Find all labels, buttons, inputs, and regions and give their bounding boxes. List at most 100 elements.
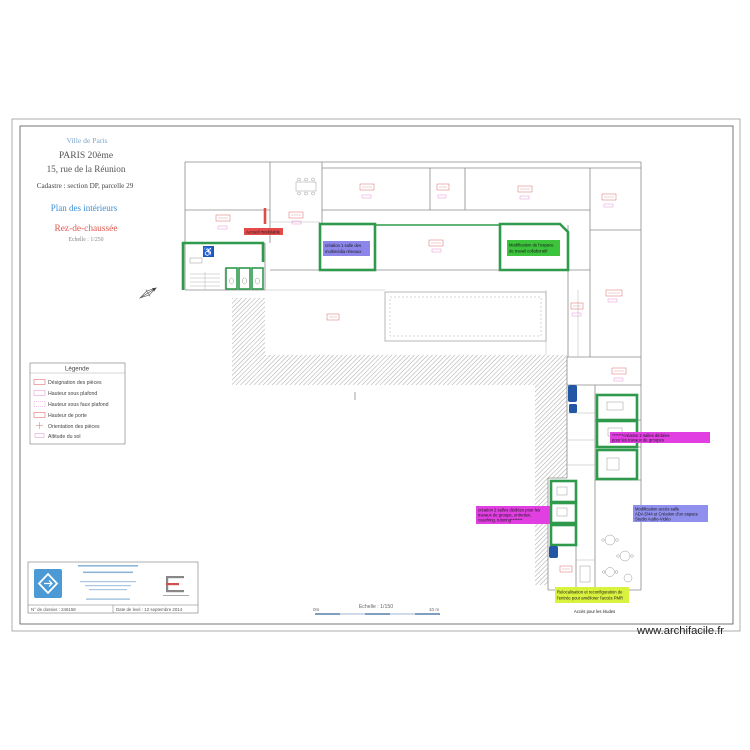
legend-item: Orientation des pièces <box>48 424 100 430</box>
group-rooms-left-label-line: coaching, tutoring******* <box>478 518 523 523</box>
hatch-line <box>519 354 550 386</box>
hatch-line <box>289 354 321 386</box>
hatch-line <box>316 354 348 386</box>
hatch-line <box>442 354 474 386</box>
hatch-line <box>231 297 261 327</box>
sheet-outer-frame <box>11 118 741 632</box>
hatch-line <box>546 364 568 386</box>
room-label-marker <box>605 289 623 297</box>
hatch-line <box>547 458 568 479</box>
hatch-line <box>231 354 262 385</box>
hatch-line <box>534 536 549 550</box>
group-table <box>556 507 568 517</box>
chair <box>297 191 301 196</box>
hatch-line <box>312 354 343 386</box>
hatch-line <box>496 354 528 386</box>
hatch-line <box>231 297 252 318</box>
group-room-outline <box>595 448 639 481</box>
group-table <box>606 401 624 411</box>
chair <box>630 554 634 558</box>
hatch-line <box>231 297 234 300</box>
group-room-outline <box>549 479 578 504</box>
chair <box>614 570 619 574</box>
hatch-line <box>271 354 303 386</box>
renovation-zones <box>181 222 639 547</box>
height-marker <box>437 194 447 199</box>
room-label-marker <box>326 313 340 321</box>
hatch-line <box>352 354 384 386</box>
hatch-line <box>564 382 568 386</box>
hatch-line <box>534 440 568 474</box>
hatch-line <box>247 337 266 356</box>
hatch-line <box>280 354 312 386</box>
hatch-line <box>534 384 552 402</box>
hatch-line <box>523 354 555 386</box>
studio-label: Modification accès salle ADA 5/44 et Cré… <box>633 505 708 522</box>
blue-fixture <box>549 546 558 558</box>
hatch-line <box>303 354 334 386</box>
hatch-line <box>534 422 568 456</box>
hatch-line <box>534 409 568 442</box>
height-marker <box>361 194 372 199</box>
height-marker <box>519 195 530 200</box>
courtyard-basin <box>384 291 547 342</box>
hatch-line <box>234 324 266 356</box>
hatch-line <box>244 354 276 386</box>
hatch-line <box>240 354 271 386</box>
hatch-line <box>534 558 549 573</box>
hatch-line <box>534 427 568 460</box>
group-room-outline <box>595 393 639 422</box>
hatch-line <box>534 522 549 537</box>
room-name-symbol-icon <box>33 379 46 385</box>
height-marker <box>613 377 624 382</box>
hatch-line <box>534 391 568 424</box>
hatch-line <box>231 354 244 367</box>
chair <box>311 191 315 196</box>
hatch-line <box>258 354 289 386</box>
height-marker <box>571 312 582 317</box>
hatch-line <box>238 328 266 356</box>
plan-type: Plan des intérieurs <box>51 203 118 213</box>
hatch-line <box>534 540 549 555</box>
svg-text:♿: ♿ <box>203 246 214 257</box>
chair <box>311 177 315 182</box>
hatch-line <box>294 354 325 386</box>
hatch-line <box>534 431 568 465</box>
hatch-line <box>261 351 266 356</box>
hatch-line <box>262 354 294 386</box>
hatch-line <box>231 306 266 340</box>
group-table <box>556 486 568 496</box>
north-arrow-icon <box>139 287 157 299</box>
hatch-line <box>541 359 568 386</box>
meeting-table <box>295 181 317 192</box>
hatch-line <box>243 333 266 356</box>
hatch-line <box>534 386 568 420</box>
hatch-line <box>534 384 565 415</box>
hatch-line <box>537 355 568 386</box>
room-label-marker <box>436 183 450 191</box>
room-label-marker <box>359 183 375 191</box>
group-rooms-right-label-line: *******création 2 salles dédiées <box>612 433 670 438</box>
room-label-marker <box>517 185 533 193</box>
hatch-line <box>534 527 549 541</box>
hatch-line <box>321 354 352 386</box>
group-room-outline <box>549 523 578 547</box>
blue-fixture <box>569 404 577 413</box>
cartouche: N° de dossier : 246158 Date de levé : 12… <box>27 561 199 614</box>
hatch-line <box>256 346 266 356</box>
hatch-line <box>438 354 469 386</box>
multimedia-room-label: création 1 salle des multimédia réseaux <box>323 241 370 256</box>
hatch-line <box>231 315 266 349</box>
hatch-line <box>534 413 568 447</box>
survey-date: Date de levé : 12 septembre 2014 <box>116 607 183 612</box>
hatch-line <box>411 354 442 386</box>
hatch-line <box>231 297 238 304</box>
hatch-line <box>348 354 379 386</box>
hatch-line <box>534 531 549 546</box>
hatch-line <box>388 354 420 386</box>
chair <box>601 570 606 574</box>
city-name: Ville de Paris <box>67 136 108 145</box>
hatch-line <box>231 354 235 358</box>
hatch-line <box>231 297 247 313</box>
blue-fixture <box>568 385 577 402</box>
